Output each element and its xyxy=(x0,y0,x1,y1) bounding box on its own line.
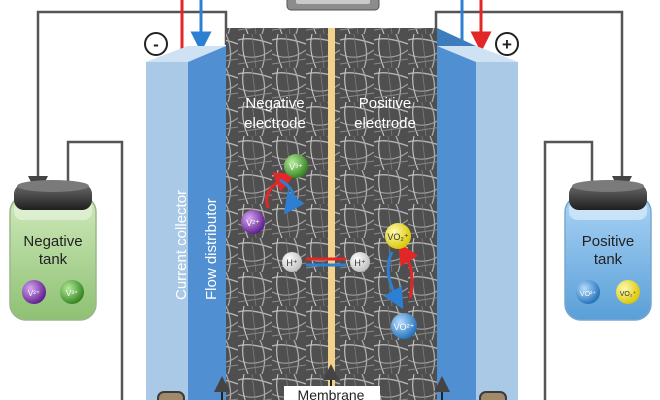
right-flow-distributor xyxy=(437,46,476,400)
tank-ion-v3: V³⁺ xyxy=(60,280,84,304)
ion-v2-electrode: V²⁺ xyxy=(241,210,265,234)
positive-pump xyxy=(479,391,507,400)
negative-tank-label-line1: Negative xyxy=(23,233,82,250)
negative-electrode-felt xyxy=(226,28,328,400)
current-collector-label: Current collector xyxy=(173,190,190,300)
negative-terminal: - xyxy=(144,32,168,56)
svg-text:VO²⁺: VO²⁺ xyxy=(580,291,596,298)
tank-ion-vo2: VO²⁺ xyxy=(576,280,600,304)
ion-v3-electrode: V³⁺ xyxy=(284,154,308,178)
svg-text:VO₂⁺: VO₂⁺ xyxy=(620,291,637,298)
tank-ion-vo2plus: VO₂⁺ xyxy=(616,280,640,304)
positive-tank-label-line1: Positive xyxy=(582,233,635,250)
positive-reaction-red-arrow xyxy=(398,242,419,299)
svg-text:H⁺: H⁺ xyxy=(354,258,365,268)
ion-vo2-electrode: VO²⁺ xyxy=(391,313,417,339)
positive-tank-label-line2: tank xyxy=(594,251,623,268)
positive-electrode-label-line1: Positive xyxy=(359,95,412,112)
negative-electrode-label-line2: electrode xyxy=(244,115,306,132)
negative-terminal-sign: - xyxy=(153,35,159,54)
membrane xyxy=(328,28,335,400)
tank-ion-v2: V²⁺ xyxy=(22,280,46,304)
positive-terminal-sign: + xyxy=(502,35,512,54)
svg-text:VO₂⁺: VO₂⁺ xyxy=(387,232,408,242)
membrane-label: Membrane xyxy=(298,387,365,400)
positive-electrode-felt xyxy=(335,28,437,400)
ion-proton-right: H⁺ xyxy=(350,252,370,272)
negative-tank-return-pipe xyxy=(66,140,124,400)
svg-text:VO²⁺: VO²⁺ xyxy=(394,322,415,332)
svg-text:V²⁺: V²⁺ xyxy=(246,218,260,228)
load-device xyxy=(286,0,380,11)
negative-pump xyxy=(157,391,185,400)
svg-text:H⁺: H⁺ xyxy=(286,258,297,268)
right-current-collector xyxy=(476,46,518,400)
ion-proton-left: H⁺ xyxy=(282,252,302,272)
positive-tank-return-pipe xyxy=(543,140,594,400)
negative-tank-label-line2: tank xyxy=(39,251,68,268)
flow-distributor-label: Flow distributor xyxy=(203,198,220,300)
positive-electrode-label-line2: electrode xyxy=(354,115,416,132)
left-flow-distributor xyxy=(188,46,226,400)
svg-text:V³⁺: V³⁺ xyxy=(66,289,78,298)
positive-tank: Positive tank VO²⁺ VO₂⁺ xyxy=(564,180,652,321)
reaction-arrows xyxy=(265,172,419,310)
positive-reaction-blue-arrow xyxy=(383,251,404,310)
left-current-collector xyxy=(146,46,188,400)
negative-tank: Negative tank V²⁺ V³⁺ xyxy=(9,180,97,321)
negative-electrode-label-line1: Negative xyxy=(245,95,304,112)
negative-reaction-blue-arrow xyxy=(279,178,305,215)
flow-cell xyxy=(146,28,518,400)
svg-text:V²⁺: V²⁺ xyxy=(28,289,40,298)
positive-terminal: + xyxy=(495,32,519,56)
ion-vo2plus-electrode: VO₂⁺ xyxy=(385,223,411,249)
svg-text:V³⁺: V³⁺ xyxy=(289,162,303,172)
